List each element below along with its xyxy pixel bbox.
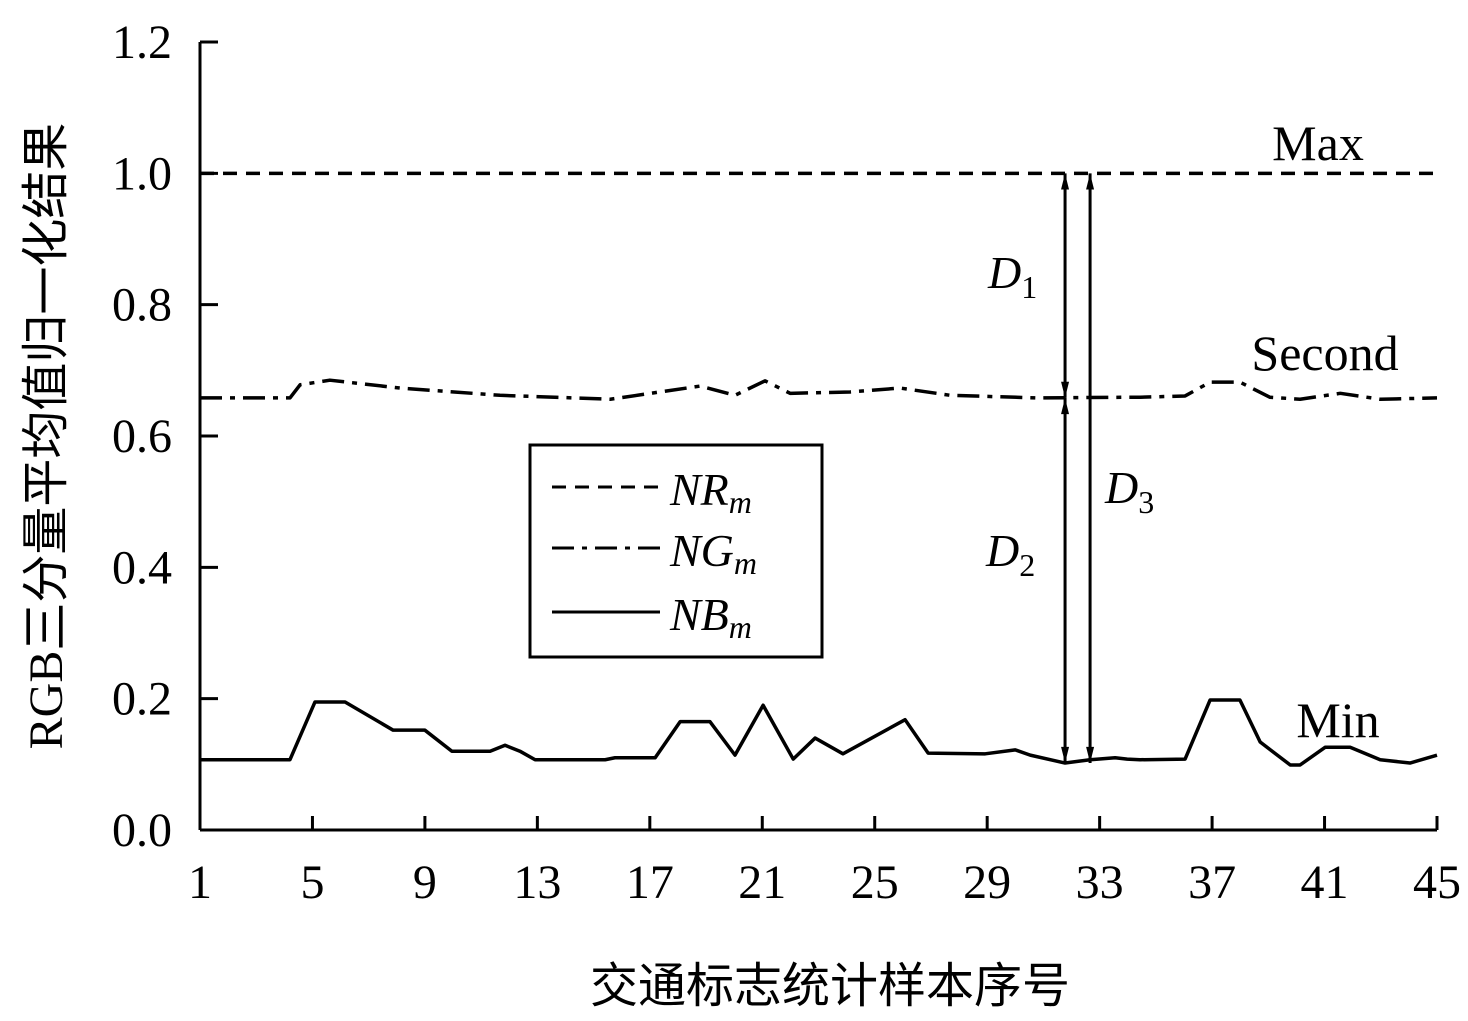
y-tick-label: 0.0 (112, 804, 172, 857)
x-tick-label: 9 (413, 856, 437, 909)
annotation-min: Min (1296, 692, 1379, 748)
series-group (200, 171, 1438, 767)
axes: 0.0 0.2 0.4 0.6 0.8 1.0 1.2 1 5 9 13 17 21 25 29 33 37 41… (112, 16, 1461, 909)
y-tick-label: 0.4 (112, 541, 172, 594)
y-tick-label: 1.2 (112, 16, 172, 69)
legend-label-nb: NBm (669, 589, 752, 645)
x-tick-label: 21 (738, 856, 786, 909)
annotation-max: Max (1272, 115, 1364, 171)
x-tick-label: 45 (1413, 856, 1461, 909)
y-tick-label: 0.2 (112, 673, 172, 726)
x-axis-label: 交通标志统计样本序号 (590, 960, 1070, 1013)
annotation-d1: D1 (987, 247, 1037, 305)
x-tick-label: 41 (1301, 856, 1349, 909)
y-axis-label: RGB三分量平均值归一化结果 (20, 123, 73, 750)
x-tick-label: 1 (188, 856, 212, 909)
series-line-nb (200, 698, 1438, 767)
x-tick-label: 37 (1188, 856, 1236, 909)
annotations (1061, 173, 1095, 764)
series-line-ng (200, 378, 1438, 401)
legend: NRm NGm NBm (528, 443, 824, 659)
x-tick-label: 13 (513, 856, 561, 909)
x-tick-label: 33 (1076, 856, 1124, 909)
y-tick-label: 0.6 (112, 410, 172, 463)
legend-box (528, 443, 824, 659)
y-tick-label: 1.0 (112, 147, 172, 200)
legend-label-ng: NGm (669, 525, 757, 581)
x-tick-label: 5 (300, 856, 324, 909)
x-tick-label: 17 (626, 856, 674, 909)
annotation-d2: D2 (985, 525, 1035, 583)
y-tick-label: 0.8 (112, 279, 172, 332)
annotation-d3: D3 (1104, 462, 1154, 520)
annotation-second: Second (1251, 325, 1398, 381)
x-tick-label: 29 (963, 856, 1011, 909)
legend-label-nr: NRm (669, 464, 752, 520)
x-tick-label: 25 (851, 856, 899, 909)
